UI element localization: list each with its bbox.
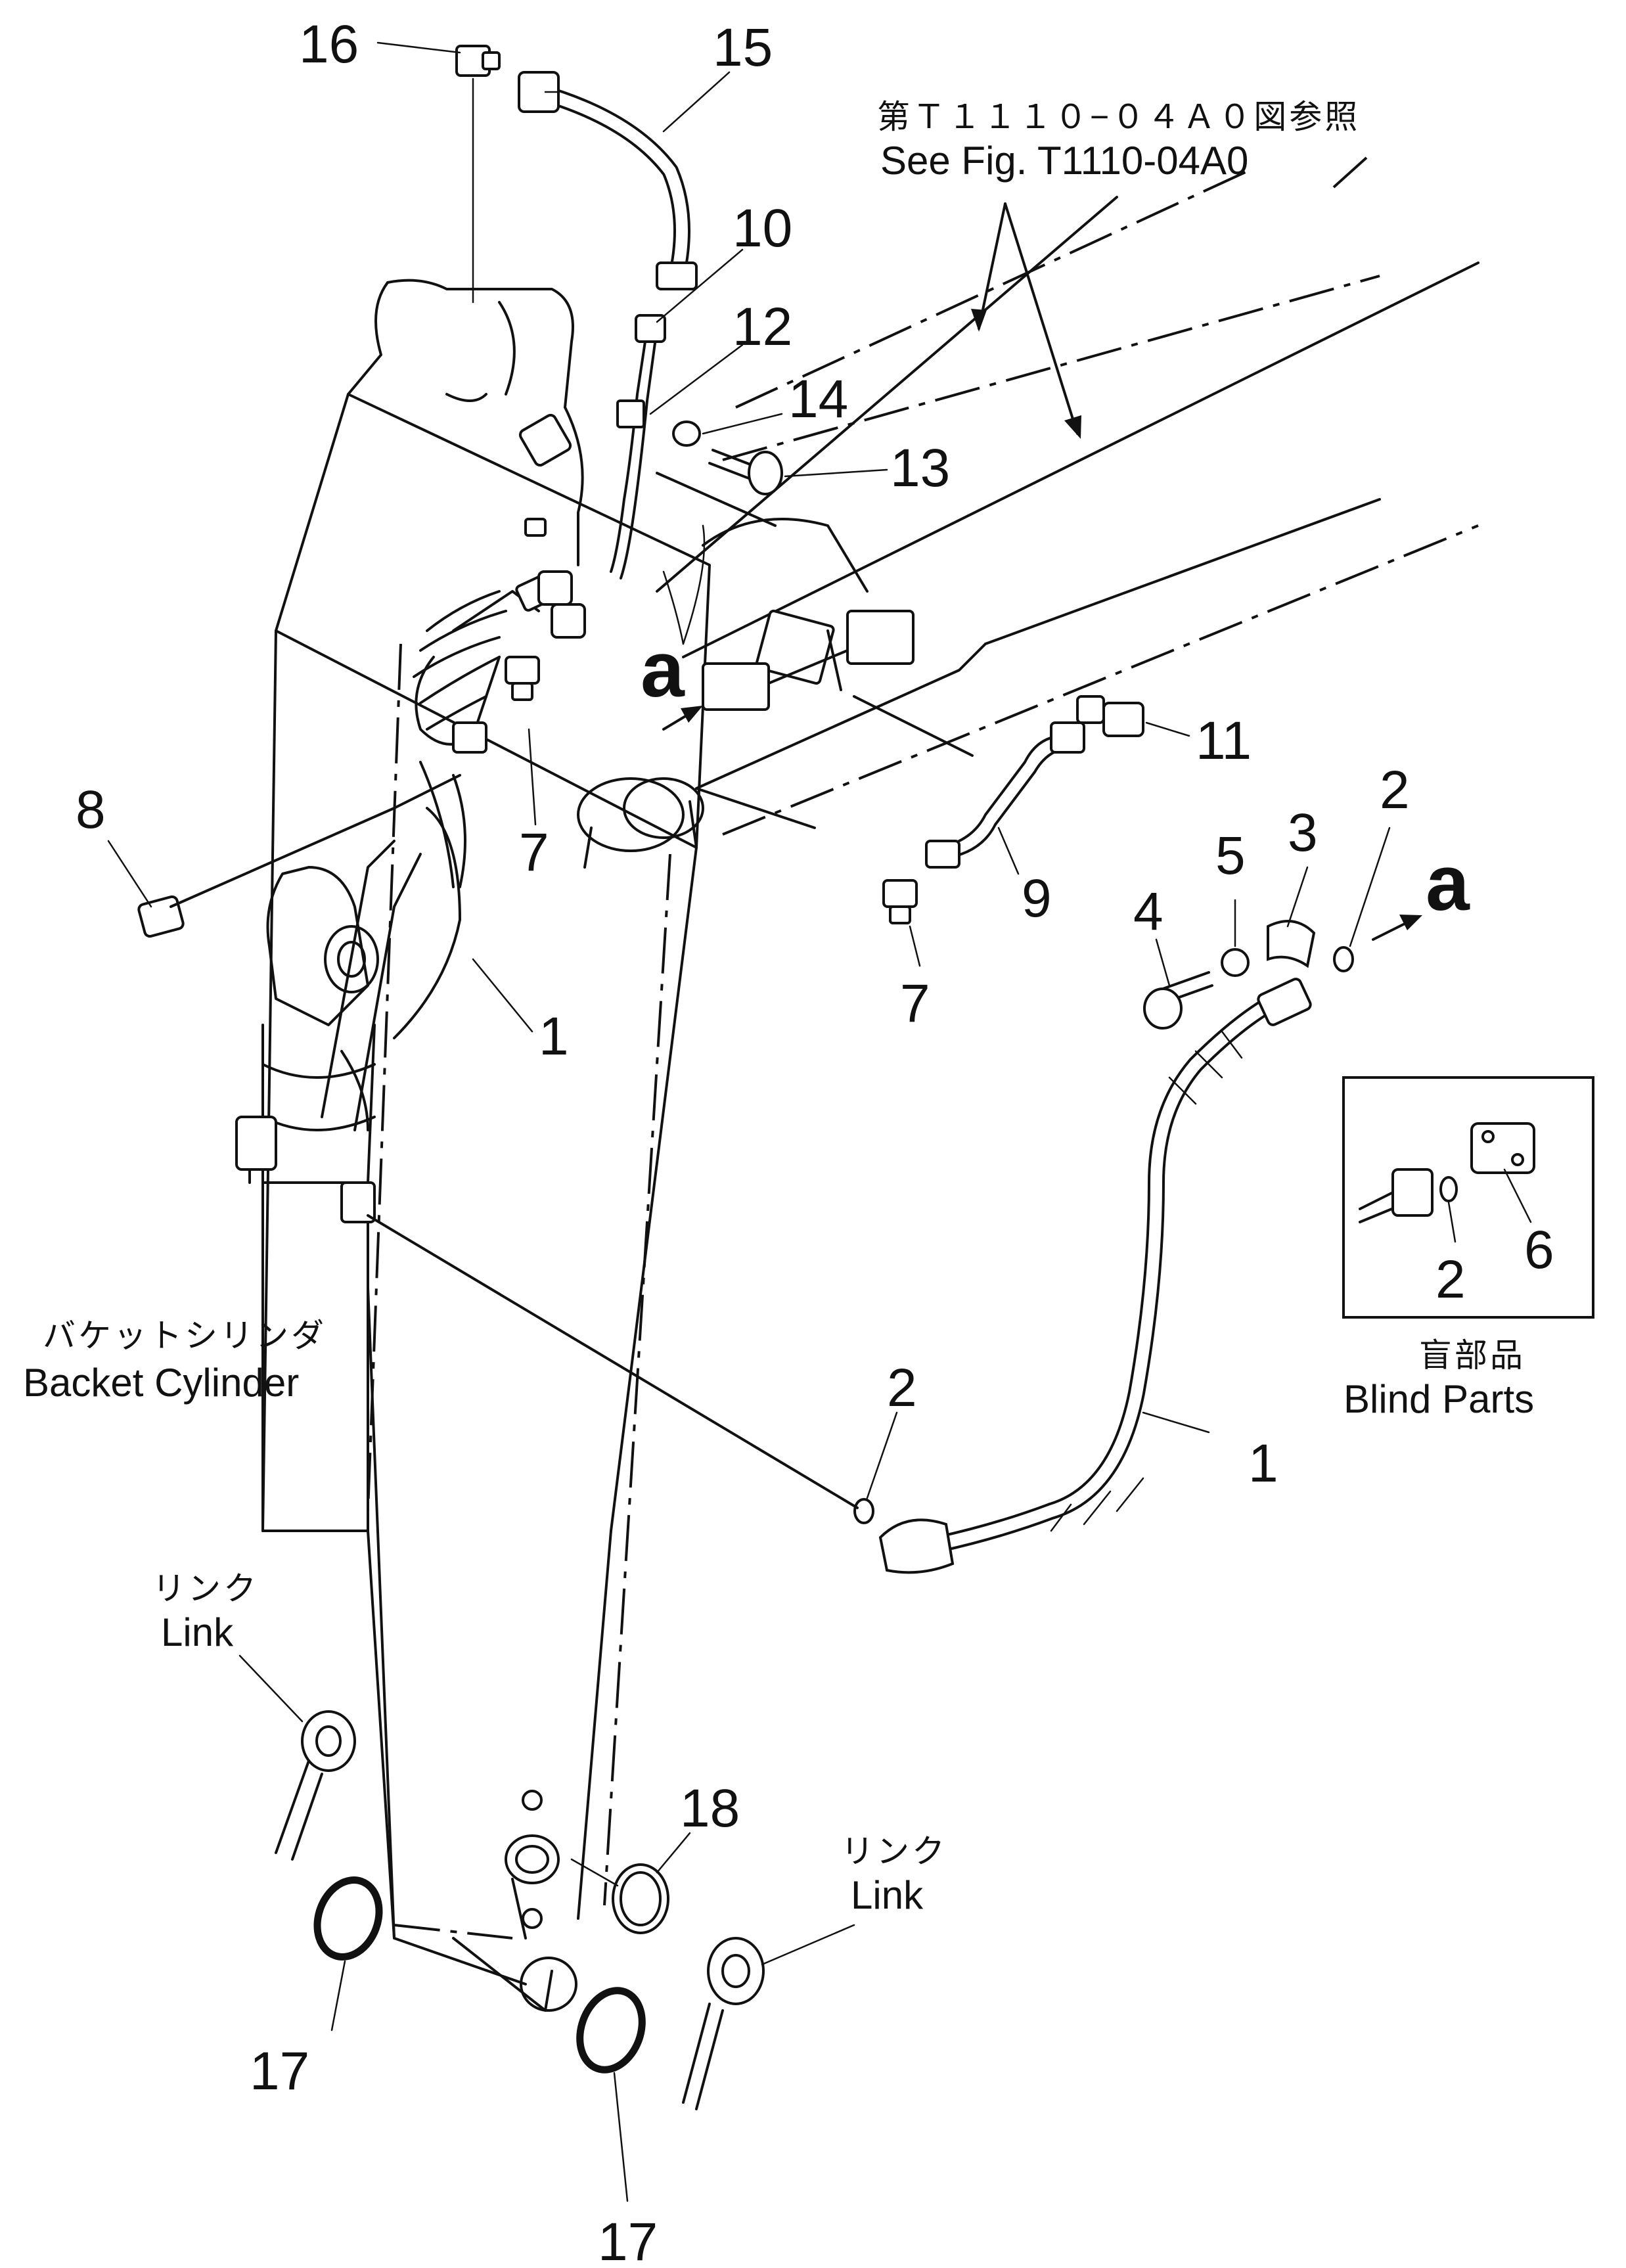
upper-fittings	[340, 413, 915, 1223]
label-a-right: a	[1426, 839, 1470, 927]
fitting-8	[137, 774, 461, 938]
split-flange-3	[1267, 920, 1316, 968]
label-1-upper: 1	[539, 1007, 569, 1066]
part-numbers: 16 15 10 12 14 13 11 8 7 9 7 1 4 5 3 2 2…	[76, 14, 1554, 2268]
label-6: 6	[1524, 1220, 1554, 1280]
link-right-en: Link	[851, 1873, 924, 1917]
link-right-jp: リンク	[841, 1833, 947, 1870]
blind-parts-en: Blind Parts	[1344, 1377, 1534, 1421]
see-fig-tick	[1332, 156, 1368, 189]
link-left	[275, 1710, 356, 1861]
elbow-16	[455, 45, 501, 304]
captions: 第Ｔ１１１０−０４Ａ０図参照 See Fig. T1110-04A0 バケットシ…	[23, 99, 1534, 1917]
hose-1	[878, 978, 1312, 1574]
label-15: 15	[713, 18, 773, 78]
label-5: 5	[1215, 826, 1246, 886]
bucket-cylinder-en: Backet Cylinder	[23, 1361, 299, 1405]
fitting-11	[1076, 695, 1144, 737]
label-10: 10	[733, 198, 792, 258]
seal-18	[612, 1863, 669, 1934]
label-14: 14	[788, 369, 848, 429]
label-3: 3	[1288, 803, 1318, 863]
label-8: 8	[76, 780, 106, 840]
label-17-lower: 17	[598, 2212, 658, 2268]
label-18: 18	[680, 1779, 740, 1838]
label-2-lower: 2	[887, 1358, 917, 1418]
oring-2-lower	[853, 1498, 874, 1524]
fitting-7-upper	[505, 656, 540, 701]
label-2-inset: 2	[1435, 1250, 1466, 1309]
label-4: 4	[1133, 882, 1163, 941]
leader-lines	[107, 41, 1532, 2202]
fitting-7-lower	[882, 879, 918, 924]
bucket-cylinder-jp: バケットシリンダ	[43, 1317, 327, 1354]
label-7-lower: 7	[900, 974, 930, 1033]
bolt-13	[708, 449, 783, 495]
label-2-upper: 2	[1380, 760, 1410, 820]
clamp-12	[616, 399, 645, 428]
label-13: 13	[890, 438, 950, 498]
washer-5	[1221, 948, 1250, 977]
washer-14	[672, 420, 701, 447]
blind-parts-inset	[1342, 1076, 1594, 1319]
bucket-cylinder	[235, 590, 540, 1532]
link-left-jp: リンク	[152, 1570, 259, 1607]
label-16: 16	[299, 14, 359, 74]
bolt-4	[1143, 971, 1213, 1030]
see-fig-en: See Fig. T1110-04A0	[880, 139, 1248, 183]
label-11: 11	[1196, 711, 1252, 771]
link-left-en: Link	[161, 1610, 234, 1654]
arrows	[662, 202, 1422, 941]
arm-body	[261, 170, 1479, 2012]
see-fig-jp: 第Ｔ１１１０−０４Ａ０図参照	[877, 99, 1360, 135]
connector-line	[367, 1214, 859, 1509]
label-1-lower: 1	[1248, 1434, 1278, 1493]
label-9: 9	[1022, 869, 1052, 928]
oring-17-upper	[313, 1876, 383, 1961]
pipe-9	[925, 721, 1085, 869]
label-17-upper: 17	[250, 2041, 309, 2101]
oring-17-lower	[576, 1987, 646, 2074]
blind-parts-jp: 盲部品	[1419, 1337, 1525, 1374]
label-12: 12	[733, 297, 792, 357]
label-a-left: a	[641, 625, 685, 714]
oring-2-upper	[1333, 946, 1354, 972]
label-7-upper: 7	[519, 823, 549, 882]
pipe-15-tube	[518, 71, 698, 290]
link-right	[682, 1937, 765, 2110]
